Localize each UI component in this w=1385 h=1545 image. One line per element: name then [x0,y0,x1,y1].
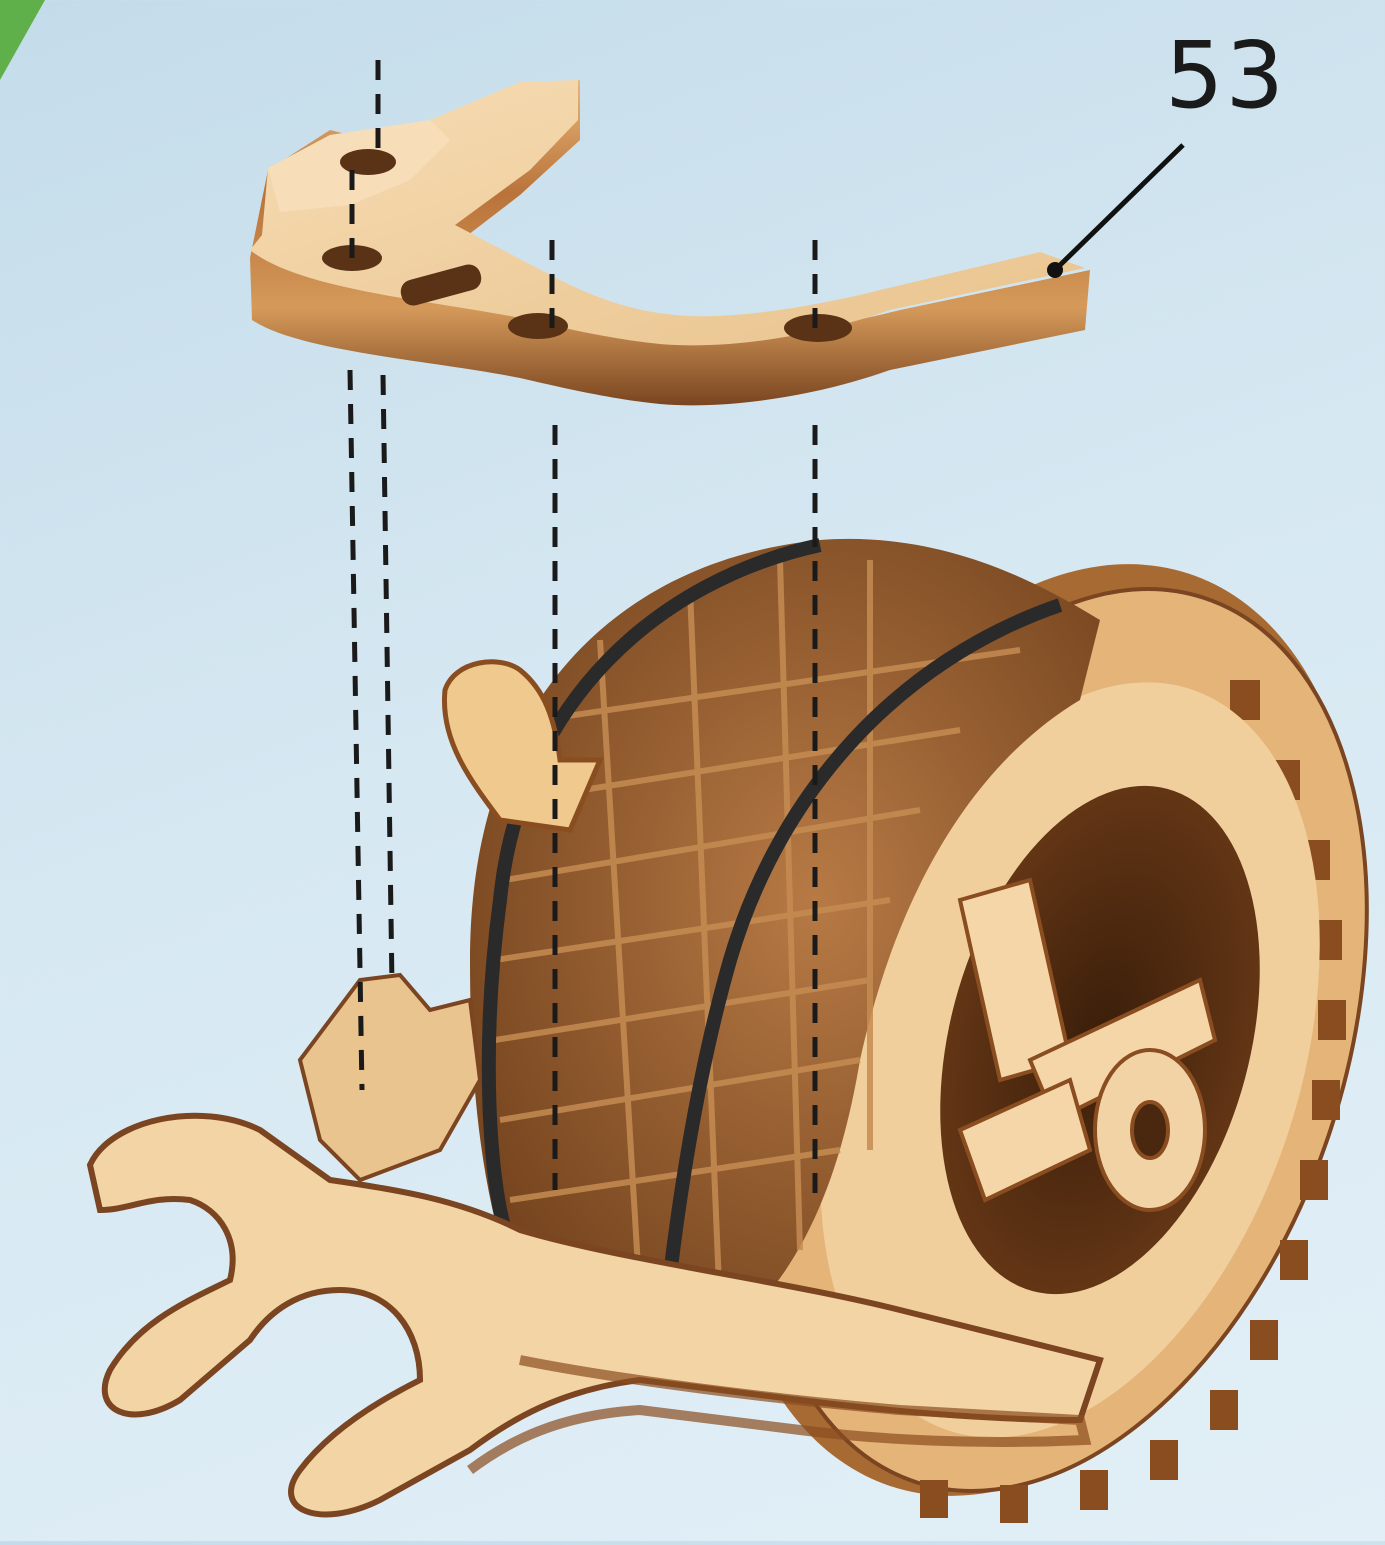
wheel-assembly [90,481,1385,1541]
small-gear [300,975,480,1180]
bracket-hole [340,149,396,175]
leader-line [1055,145,1183,270]
bracket-hole [784,314,852,342]
corner-accent [0,0,45,80]
part-number-label: 53 [1165,22,1286,129]
bracket-hole [508,313,568,339]
